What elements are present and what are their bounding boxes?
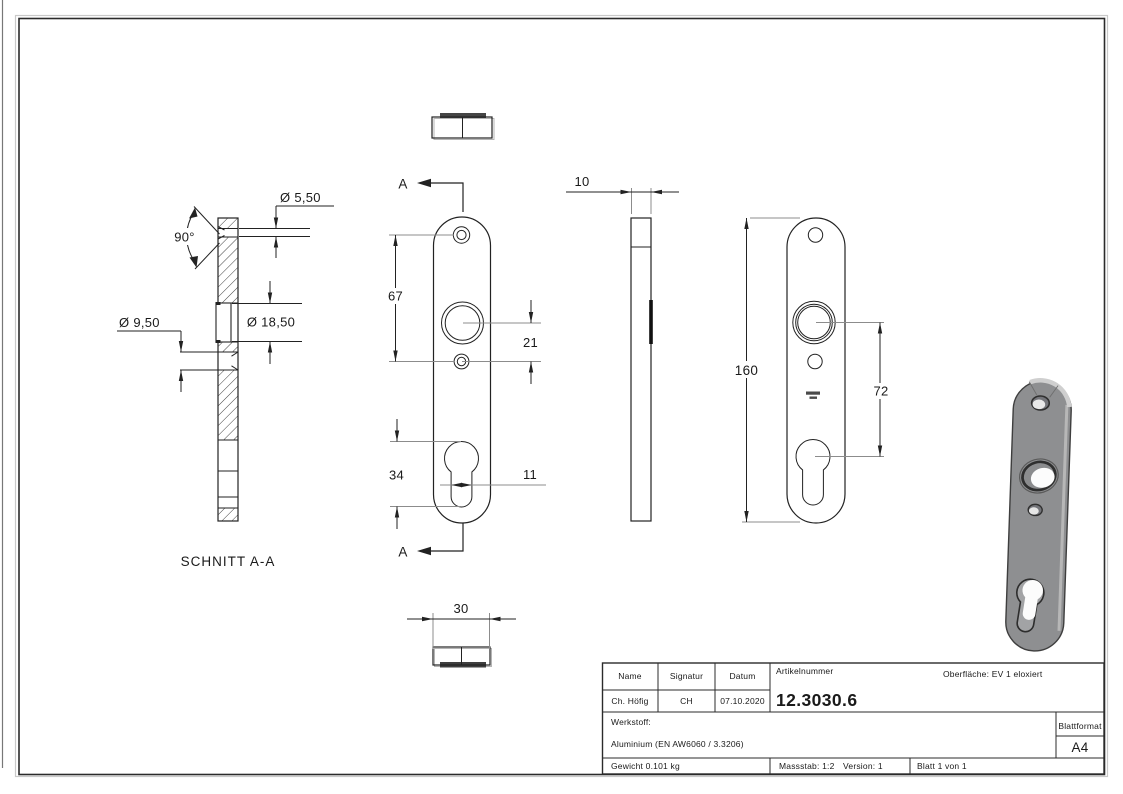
part-3d-render (1005, 378, 1072, 652)
side-view-outline (630, 217, 652, 522)
top-view (431, 113, 495, 140)
part-3d-seam (1049, 385, 1059, 398)
dim-cylinder-offset: 72 (815, 322, 894, 457)
col-header-datum: Datum (729, 671, 755, 681)
dim-width: 30 (407, 601, 516, 649)
title-block: Name Signatur Datum Ch. Höfig CH 07.10.2… (601, 662, 1105, 775)
value-signatur: CH (680, 696, 693, 706)
dim-angle-label: 90° (174, 230, 195, 245)
drawing-border (18, 17, 1106, 776)
hatch-region (218, 237, 238, 303)
massstab-value: Massstab: 1:2 (779, 761, 835, 771)
cut-marker-top: A (398, 177, 464, 212)
part-3d-edge-highlight (1057, 404, 1069, 631)
cut-marker-bottom: A (398, 523, 464, 560)
side-view: 10 (566, 174, 679, 522)
dim-angle-90: 90° (169, 206, 220, 270)
top-view-shadow (433, 118, 495, 140)
dim-keyhole-width: 11 (440, 467, 546, 488)
col-header-signatur: Signatur (670, 671, 703, 681)
blatt-value: Blatt 1 von 1 (917, 761, 967, 771)
title-block-outline (601, 662, 1105, 775)
value-datum: 07.10.2020 (720, 696, 765, 706)
front-top-screw-hole-inner (456, 229, 467, 241)
part-3d-small-hole (1027, 503, 1043, 517)
ring-edge-mark (215, 302, 221, 305)
dim-ring-label: Ø 18,50 (247, 315, 295, 330)
right-plate-outline (786, 217, 846, 524)
dim-top-hole: Ø 5,50 (239, 190, 334, 258)
dim-cylinder-offset-label: 72 (873, 384, 888, 399)
bottom-view: 30 (407, 601, 516, 668)
dim-hole-spacing: 67 (384, 234, 455, 362)
front-view: A A 67 21 (384, 177, 546, 560)
dim-keyhole-width-label: 11 (523, 467, 537, 482)
cylinder-ring-recess (215, 302, 232, 343)
value-name: Ch. Höfig (611, 696, 648, 706)
part-3d-keyhole (1016, 578, 1045, 633)
hatch-region (218, 370, 238, 440)
dim-side-hole: Ø 9,50 (117, 315, 218, 392)
version-value: Version: 1 (843, 761, 883, 771)
outer-frame-shadow (14, 14, 1109, 778)
dim-keyhole-height: 34 (385, 419, 461, 529)
dim-thickness: 10 (566, 174, 679, 214)
brand-marking (809, 396, 817, 399)
dim-height: 160 (730, 217, 800, 523)
artikelnummer-label: Artikelnummer (776, 666, 833, 676)
hatch-region (218, 218, 238, 229)
cut-marker-top-label: A (398, 177, 407, 192)
right-small-hole (807, 353, 823, 370)
dim-hole-spacing-label: 67 (388, 289, 403, 304)
dim-side-hole-label: Ø 9,50 (119, 315, 160, 330)
artikelnummer-value: 12.3030.6 (776, 690, 857, 710)
dim-height-label: 160 (735, 363, 758, 378)
title-block-gridlines (602, 663, 1104, 774)
front-plate-outline (432, 216, 492, 524)
top-view-gasket-strip (440, 113, 486, 119)
col-header-name: Name (618, 671, 642, 681)
ring-edge-mark (215, 340, 221, 343)
part-3d-cylinder-hole (1018, 458, 1059, 494)
dim-keyhole-height-label: 34 (389, 468, 404, 483)
werkstoff-value: Aluminium (EN AW6060 / 3.3206) (611, 739, 744, 749)
side-view-ring-profile (649, 300, 653, 344)
blattformat-value: A4 (1071, 740, 1088, 755)
dim-ring: Ø 18,50 (232, 281, 302, 364)
right-keyhole (795, 439, 831, 506)
blattformat-label: Blattformat (1058, 721, 1102, 731)
dim-top-hole-label: Ø 5,50 (280, 190, 321, 205)
part-3d-top-screw-hole (1030, 395, 1051, 411)
werkstoff-label: Werkstoff: (611, 717, 651, 727)
part-3d-top-highlight (1029, 378, 1072, 408)
section-view-label: SCHNITT A-A (181, 554, 276, 569)
hatch-region (218, 508, 238, 521)
dim-thickness-label: 10 (574, 174, 589, 189)
hatch-region (218, 342, 238, 352)
section-view: 90° Ø 5,50 Ø 18,50 (117, 190, 334, 569)
right-top-screw-hole (807, 227, 824, 243)
part-3d-seam (1028, 381, 1038, 396)
dim-offset: 21 (462, 300, 541, 384)
oberflaeche-value: Oberfläche: EV 1 eloxiert (943, 669, 1043, 679)
gewicht-value: Gewicht 0.101 kg (611, 761, 680, 771)
right-view: 160 72 (730, 217, 894, 524)
dim-width-label: 30 (453, 601, 468, 616)
dim-offset-label: 21 (523, 335, 538, 350)
cut-marker-bottom-label: A (398, 545, 407, 560)
brand-marking (806, 391, 820, 395)
